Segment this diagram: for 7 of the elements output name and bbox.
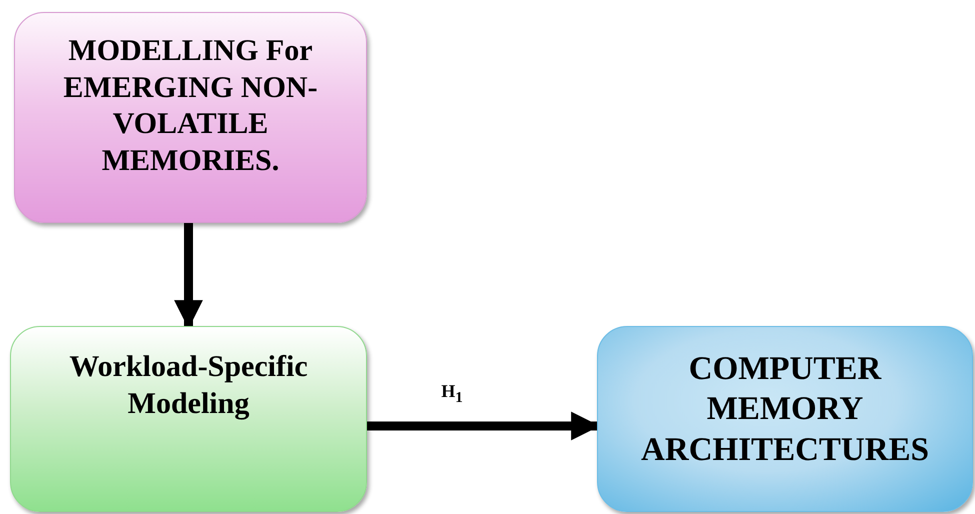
box-label: MODELLING For EMERGING NON-VOLATILE MEMORIES. [62, 33, 319, 179]
process-box [597, 326, 973, 512]
box-label: COMPUTER MEMORY ARCHITECTURES [640, 350, 930, 470]
process-box [14, 12, 367, 223]
process-box [10, 326, 367, 512]
arrow [174, 223, 203, 329]
box-label: Workload-Specific Modeling [68, 349, 309, 422]
